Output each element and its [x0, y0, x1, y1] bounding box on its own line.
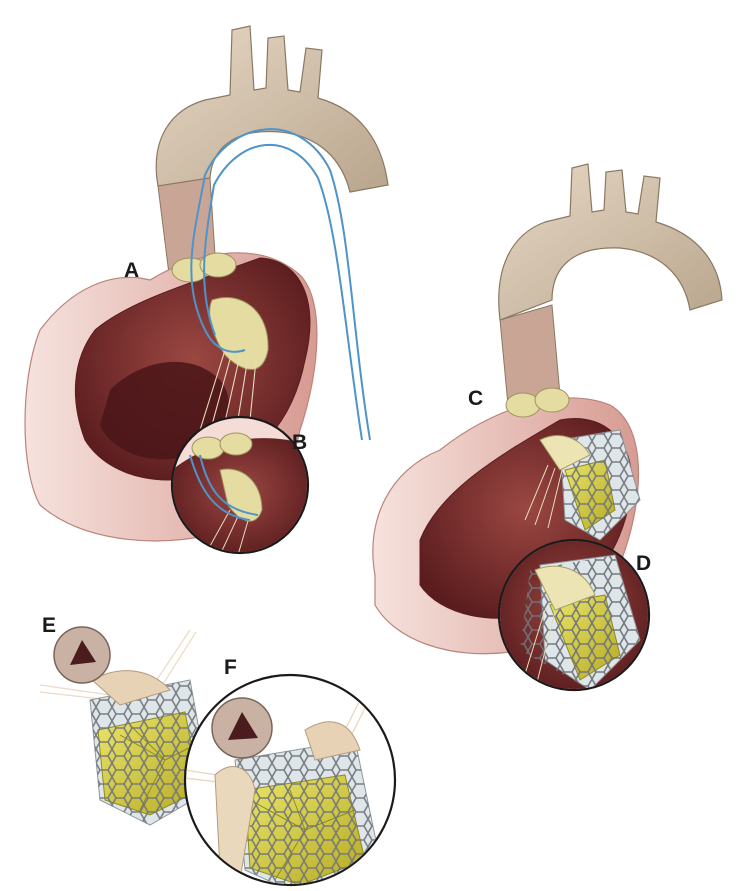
label-b: B	[292, 431, 308, 454]
label-d: D	[636, 552, 652, 575]
aortic-arch-right	[498, 163, 723, 321]
label-c: C	[468, 387, 484, 410]
label-a: A	[124, 259, 140, 282]
aortic-cusp-left-2	[199, 252, 237, 278]
deployed-valve-right	[524, 429, 641, 541]
aortic-cusp-right-2	[534, 387, 570, 413]
right-heart	[372, 163, 723, 692]
guidewires	[190, 128, 371, 441]
valve-e	[39, 626, 211, 826]
left-heart	[24, 25, 389, 555]
aortic-arch-left	[155, 25, 389, 193]
zoom-inset-d	[497, 538, 651, 692]
zoom-inset-b	[170, 415, 310, 555]
label-f: F	[224, 656, 237, 679]
aortic-cusp-right-1	[505, 392, 541, 418]
zoom-inset-f	[183, 673, 397, 887]
label-e: E	[42, 614, 57, 637]
